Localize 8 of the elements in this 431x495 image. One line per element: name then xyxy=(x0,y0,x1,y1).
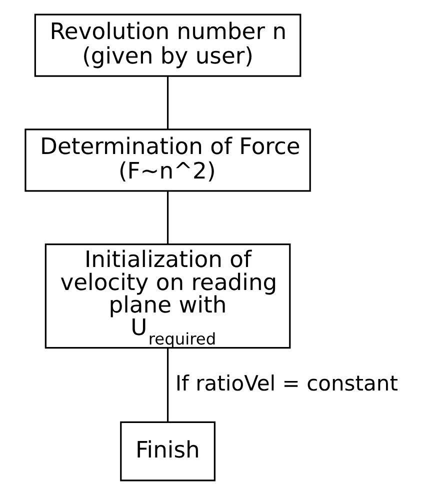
node-box: Initialization of velocity on reading plane with U$_{required}$ xyxy=(44,243,291,349)
node-box: Finish xyxy=(120,421,216,482)
connector xyxy=(166,348,169,422)
node-box: Revolution number n (given by user) xyxy=(34,14,302,77)
node-box: Determination of Force (F~n^2) xyxy=(24,128,311,192)
connector xyxy=(166,76,169,130)
connector xyxy=(166,191,169,244)
edge-label: If ratioVel = constant xyxy=(175,370,398,396)
